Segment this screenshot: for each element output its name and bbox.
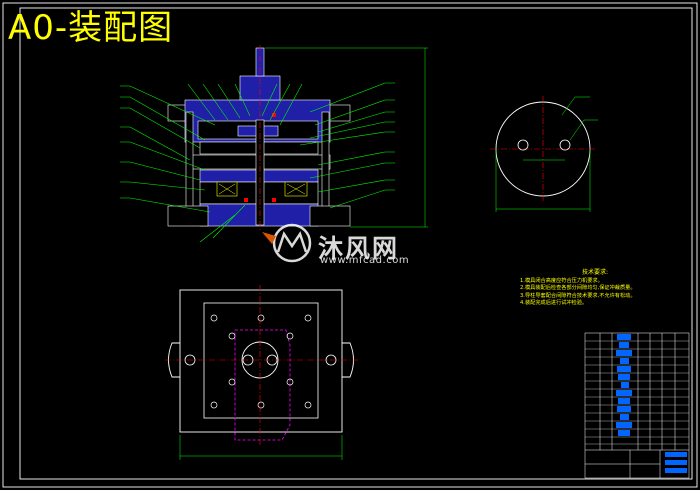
- title-block-rows: [585, 340, 689, 445]
- section-height-dimension: [265, 47, 428, 228]
- technical-note-line: 1.模具闭合高度应符合压力机要求。: [520, 277, 603, 284]
- part-leaders-left: [120, 85, 216, 213]
- plan-view: [165, 285, 358, 460]
- section-view: [167, 45, 351, 232]
- drawing-title: A0-装配图: [8, 8, 174, 48]
- part-leaders-right: [299, 82, 395, 209]
- title-block: [584, 332, 690, 479]
- technical-notes-heading: 技术要求:: [581, 269, 609, 276]
- technical-note-line: 4.装配完成后进行试冲检验。: [520, 300, 588, 307]
- title-block-entries: [616, 334, 687, 473]
- technical-notes: 技术要求: 1.模具闭合高度应符合压力机要求。 2.模具装配后检查各部分间隙均匀…: [520, 269, 670, 308]
- watermark-brand: 沐风网: [318, 234, 400, 263]
- part-leaders-bottom: [199, 204, 246, 243]
- blank-part-view: [490, 96, 598, 212]
- technical-note-line: 3.导柱导套配合间隙符合技术要求,不允许有松动。: [520, 292, 636, 299]
- mf-logo-icon: [262, 223, 312, 263]
- watermark-url: www.mfcad.com: [320, 255, 410, 266]
- part-leaders-top: [187, 83, 303, 126]
- technical-note-line: 2.模具装配后检查各部分间隙均匀,保证冲裁质量。: [520, 285, 636, 292]
